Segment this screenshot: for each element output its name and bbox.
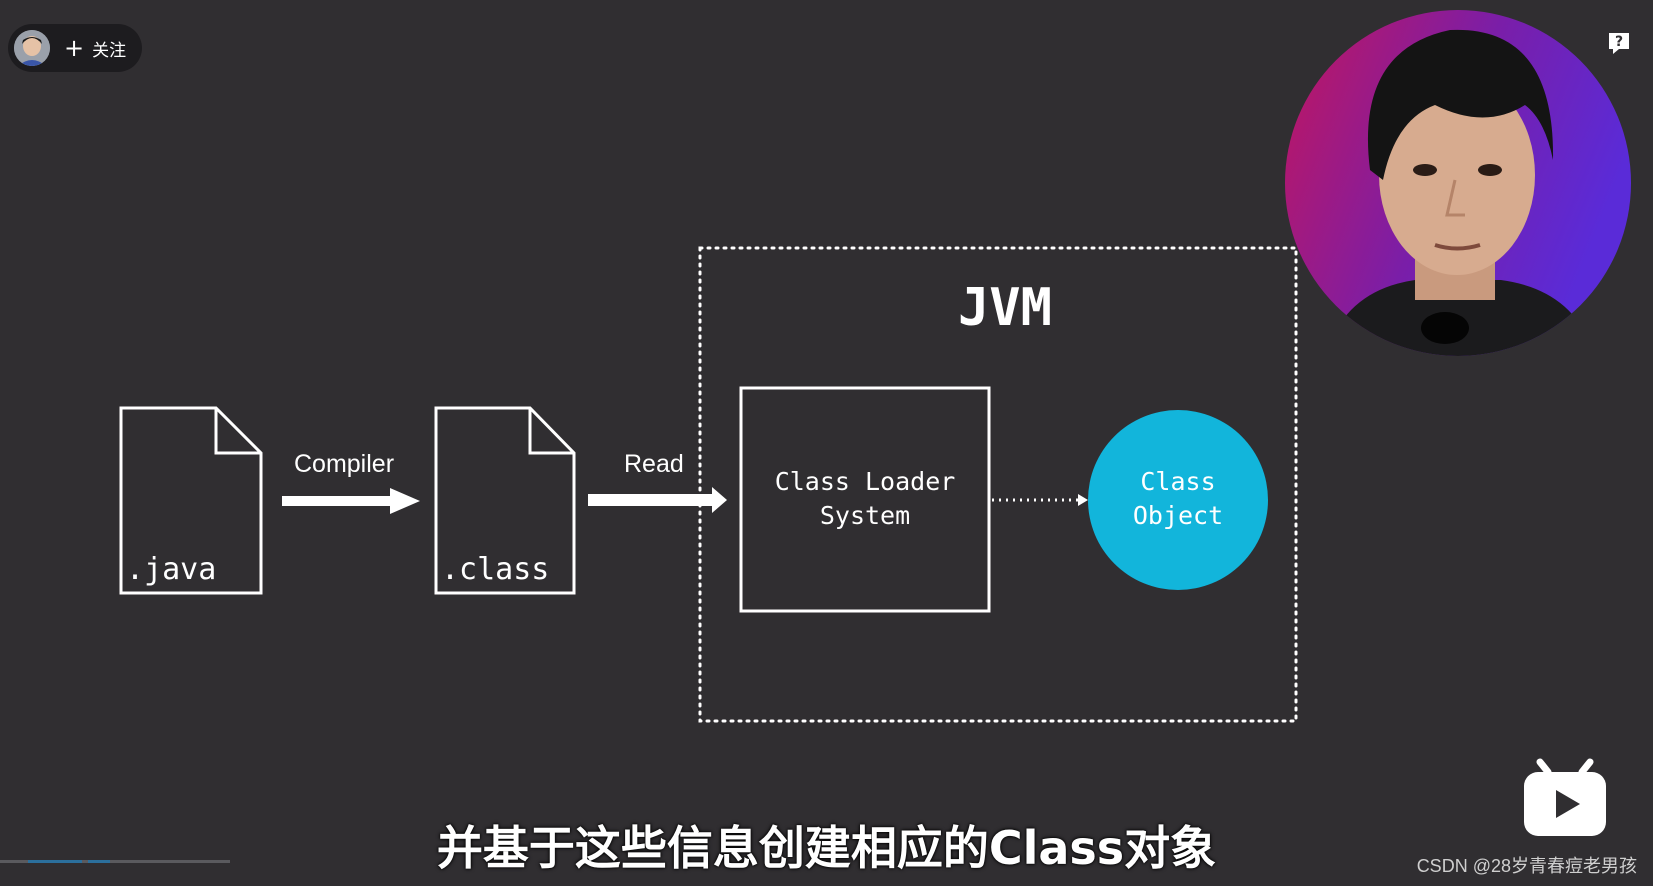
dotted-arrow-head (1078, 494, 1088, 506)
class-object-line1: Class (1140, 467, 1216, 496)
class-loader-label: Class Loader System (741, 465, 989, 533)
class-loader-box (739, 386, 991, 613)
class-file-icon (434, 406, 576, 595)
follow-label: 关注 (92, 40, 127, 61)
progress-segment (88, 860, 110, 863)
class-file-label: .class (441, 552, 550, 587)
plus-icon: + (64, 34, 85, 62)
bilibili-tv-icon (1522, 758, 1608, 838)
java-file-icon (119, 406, 263, 595)
class-object-line2: Object (1132, 501, 1224, 530)
class-object-label: Class Object (1088, 465, 1268, 533)
read-arrow-shaft (588, 494, 714, 506)
read-arrow-head (712, 487, 727, 513)
svg-text:?: ? (1615, 34, 1623, 50)
class-loader-line1: Class Loader (774, 467, 956, 496)
avatar[interactable] (14, 30, 50, 66)
class-loader-line2: System (819, 501, 911, 530)
compiler-arrow-head (390, 488, 420, 514)
video-subtitle: 并基于这些信息创建相应的Class对象 (436, 821, 1217, 875)
read-label: Read (624, 450, 684, 478)
compiler-arrow-shaft (282, 496, 392, 506)
watermark: CSDN @28岁青春痘老男孩 (1416, 856, 1637, 876)
compiler-label: Compiler (294, 450, 395, 478)
progress-track (0, 860, 230, 863)
progress-segment (28, 860, 82, 863)
java-file-label: .java (126, 552, 217, 587)
class-object-circle (1088, 410, 1268, 590)
jvm-title: JVM (958, 278, 1052, 338)
presenter-video (1285, 10, 1631, 356)
follow-button[interactable]: + 关注 (8, 24, 142, 72)
class-file-fold (528, 408, 574, 455)
jvm-boundary (698, 246, 1298, 723)
help-question-icon[interactable]: ? (1607, 31, 1631, 55)
java-file-fold (214, 408, 261, 455)
